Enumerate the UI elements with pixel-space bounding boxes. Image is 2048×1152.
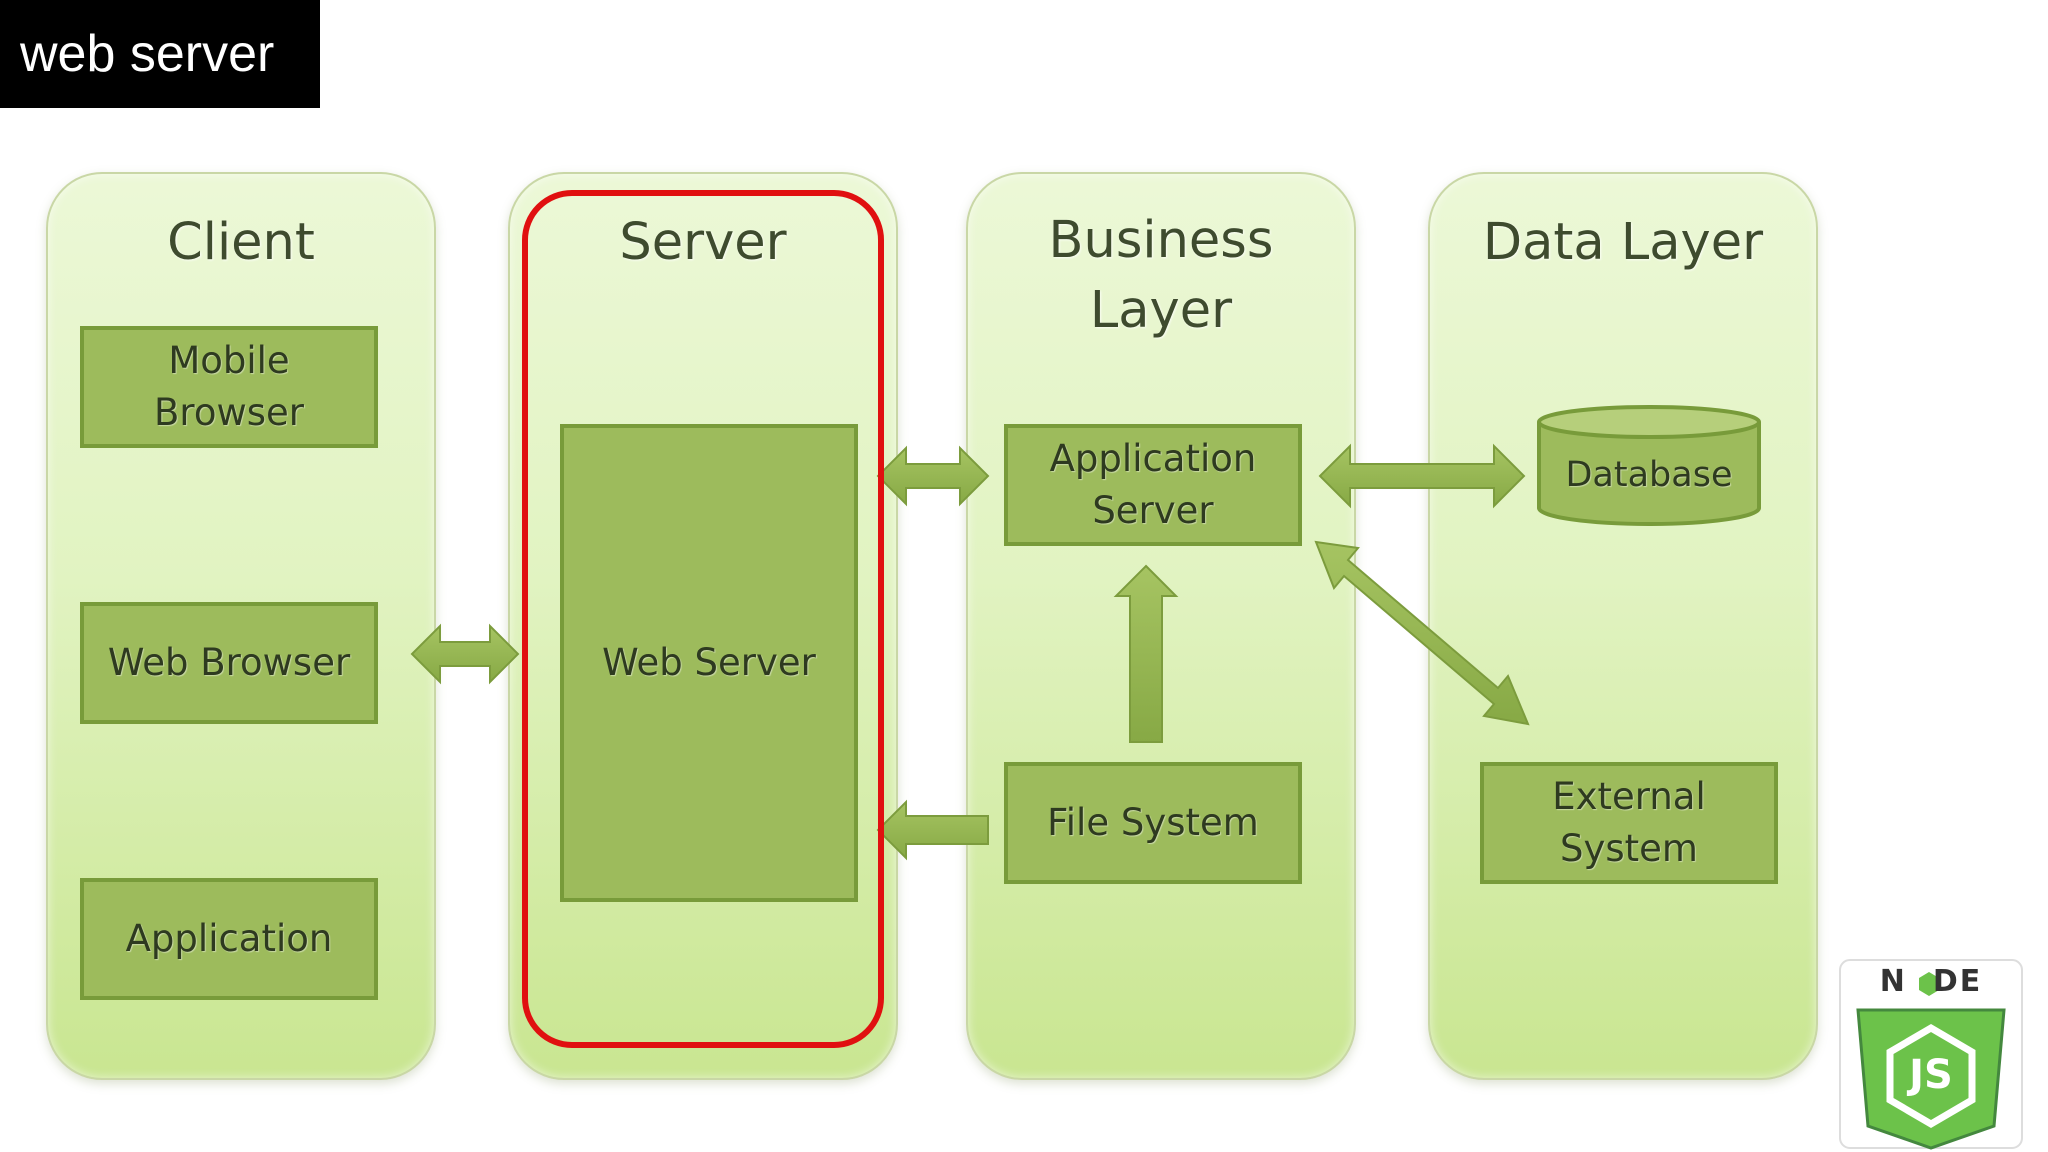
- nodejs-logo-badge: JS: [1909, 1052, 1953, 1098]
- business-lane-title: Business Layer: [1048, 211, 1274, 340]
- database-label: Database: [1565, 455, 1733, 495]
- database-cylinder-shape: [1537, 405, 1761, 526]
- application-box: Application: [80, 878, 378, 1000]
- web-server-box: Web Server: [560, 424, 858, 902]
- client-lane-title: Client: [167, 213, 315, 272]
- mobile-browser-box: Mobile Browser: [80, 326, 378, 448]
- nodejs-logo-text-right: DE: [1932, 964, 1983, 999]
- web-browser-box: Web Browser: [80, 602, 378, 724]
- data-lane-title: Data Layer: [1482, 213, 1764, 272]
- slide-title: web server: [0, 0, 320, 108]
- external-system-label: External System: [1552, 775, 1706, 870]
- data-lane: Data Layer: [1428, 172, 1818, 1080]
- external-system-box: External System: [1480, 762, 1778, 884]
- web-server-label: Web Server: [602, 641, 816, 684]
- database-cylinder: Database: [1536, 404, 1762, 528]
- nodejs-logo: N DE JS: [1838, 958, 2024, 1152]
- web-browser-label: Web Browser: [107, 641, 351, 684]
- nodejs-logo-text-left: N: [1879, 964, 1907, 999]
- mobile-browser-label: Mobile Browser: [154, 339, 304, 434]
- file-system-box: File System: [1004, 762, 1302, 884]
- nodejs-logo-text: N DE: [1838, 964, 2024, 999]
- server-lane-title: Server: [619, 213, 787, 272]
- application-label: Application: [125, 917, 333, 960]
- nodejs-logo-shape: [1839, 959, 2023, 1150]
- business-lane: Business Layer: [966, 172, 1356, 1080]
- application-server-box: Application Server: [1004, 424, 1302, 546]
- application-server-label: Application Server: [1049, 437, 1257, 532]
- file-system-label: File System: [1047, 801, 1259, 844]
